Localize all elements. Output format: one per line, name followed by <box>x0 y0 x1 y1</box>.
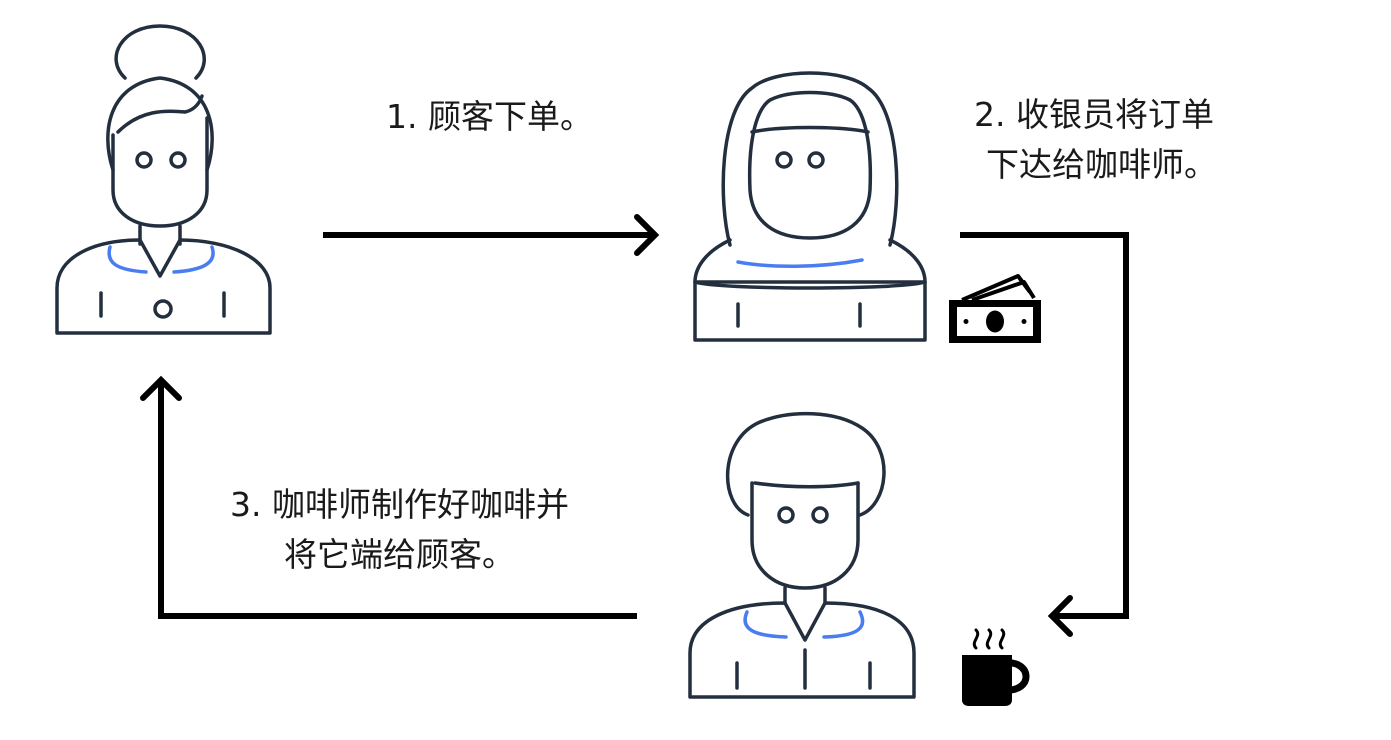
cashier-eye-right <box>807 151 825 169</box>
customer-body <box>55 238 272 335</box>
cashier-body <box>693 280 927 342</box>
customer-collar <box>107 245 215 274</box>
customer-eye-left <box>135 151 153 169</box>
step-2-label: 2. 收银员将订单 下达给咖啡师。 <box>974 90 1217 190</box>
arrow-cashier-to-barista <box>960 232 1129 637</box>
barista-eye-right <box>811 506 829 524</box>
cashier-hood <box>721 71 899 247</box>
arrow-barista-to-customer <box>140 375 637 619</box>
customer-hair-bun <box>114 24 206 80</box>
barista-face <box>750 481 860 590</box>
coffee-mug-icon <box>962 628 1030 706</box>
money-icon <box>949 274 1041 343</box>
step-3-line-1: 3. 咖啡师制作好咖啡并 <box>230 485 569 524</box>
customer-face <box>111 116 209 228</box>
barista-hair <box>726 411 886 517</box>
step-2-line-2: 下达给咖啡师。 <box>986 145 1217 184</box>
barista-figure <box>688 411 916 699</box>
cashier-eye-left <box>775 151 793 169</box>
barista-eye-left <box>777 506 795 524</box>
step-1-label: 1. 顾客下单。 <box>386 92 593 142</box>
cashier-accent <box>736 258 864 268</box>
cashier-figure <box>693 71 927 342</box>
customer-hair <box>106 76 214 172</box>
barista-collar <box>743 610 865 639</box>
customer-eye-right <box>169 151 187 169</box>
step-3-line-2: 将它端给顾客。 <box>283 535 515 574</box>
step-3-label: 3. 咖啡师制作好咖啡并 将它端给顾客。 <box>230 480 569 580</box>
step-2-line-1: 2. 收银员将订单 <box>974 95 1214 134</box>
barista-body <box>688 601 916 699</box>
customer-figure <box>55 24 272 335</box>
step-1-line-1: 1. 顾客下单。 <box>386 97 593 136</box>
arrow-order-to-cashier <box>323 214 660 256</box>
